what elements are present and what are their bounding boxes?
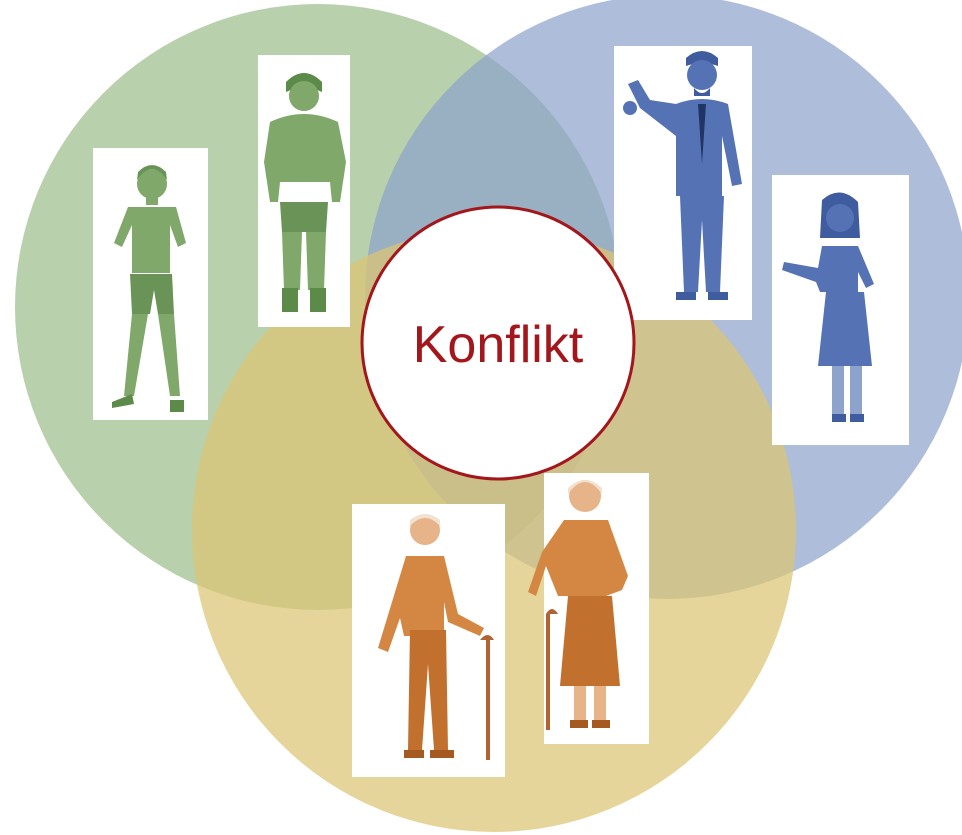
man-business-icon [623, 51, 742, 300]
youth-man-card [258, 55, 350, 327]
seniors-woman-card [528, 473, 649, 744]
conflict-label: Konflikt [413, 316, 584, 374]
old-woman-cane-icon [528, 480, 628, 730]
man-young-icon [264, 73, 346, 312]
conflict-circle [360, 205, 636, 481]
conflict-center: Konflikt [360, 205, 636, 481]
woman-business-icon [782, 192, 874, 422]
old-man-cane-icon [378, 514, 494, 760]
woman-young-icon [112, 165, 186, 412]
seniors-man-card [352, 504, 505, 777]
adults-woman-card [772, 175, 909, 445]
adults-man-card [614, 46, 752, 320]
youth-woman-card [93, 148, 208, 420]
